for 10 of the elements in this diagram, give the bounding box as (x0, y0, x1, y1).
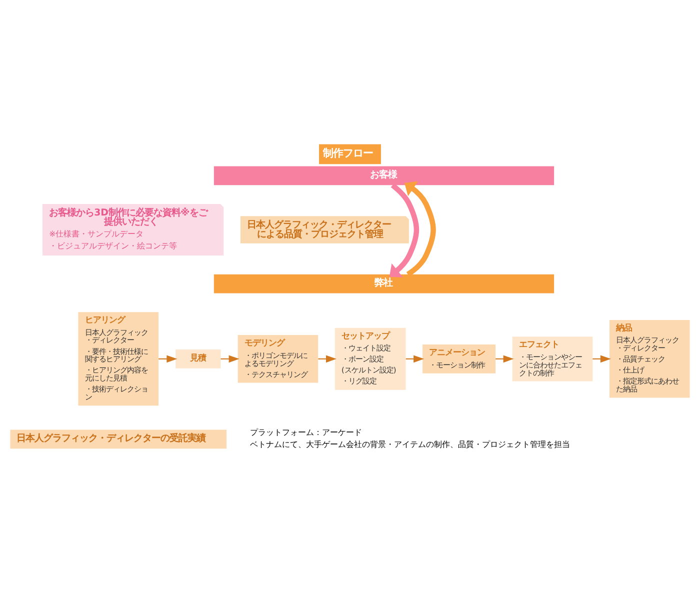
node-box: 日本人グラフィック・ディレクターの受託実績 (10, 429, 227, 448)
node-box: 弊社 (214, 274, 554, 293)
node-box: 見積 (176, 348, 221, 368)
node-box: お客様 (214, 166, 554, 185)
arrow (496, 354, 514, 362)
arrow (389, 182, 420, 277)
arrow (592, 354, 611, 362)
diagram-title: 制作フロー (323, 146, 374, 159)
arrow (404, 180, 436, 276)
arrow (318, 354, 336, 362)
